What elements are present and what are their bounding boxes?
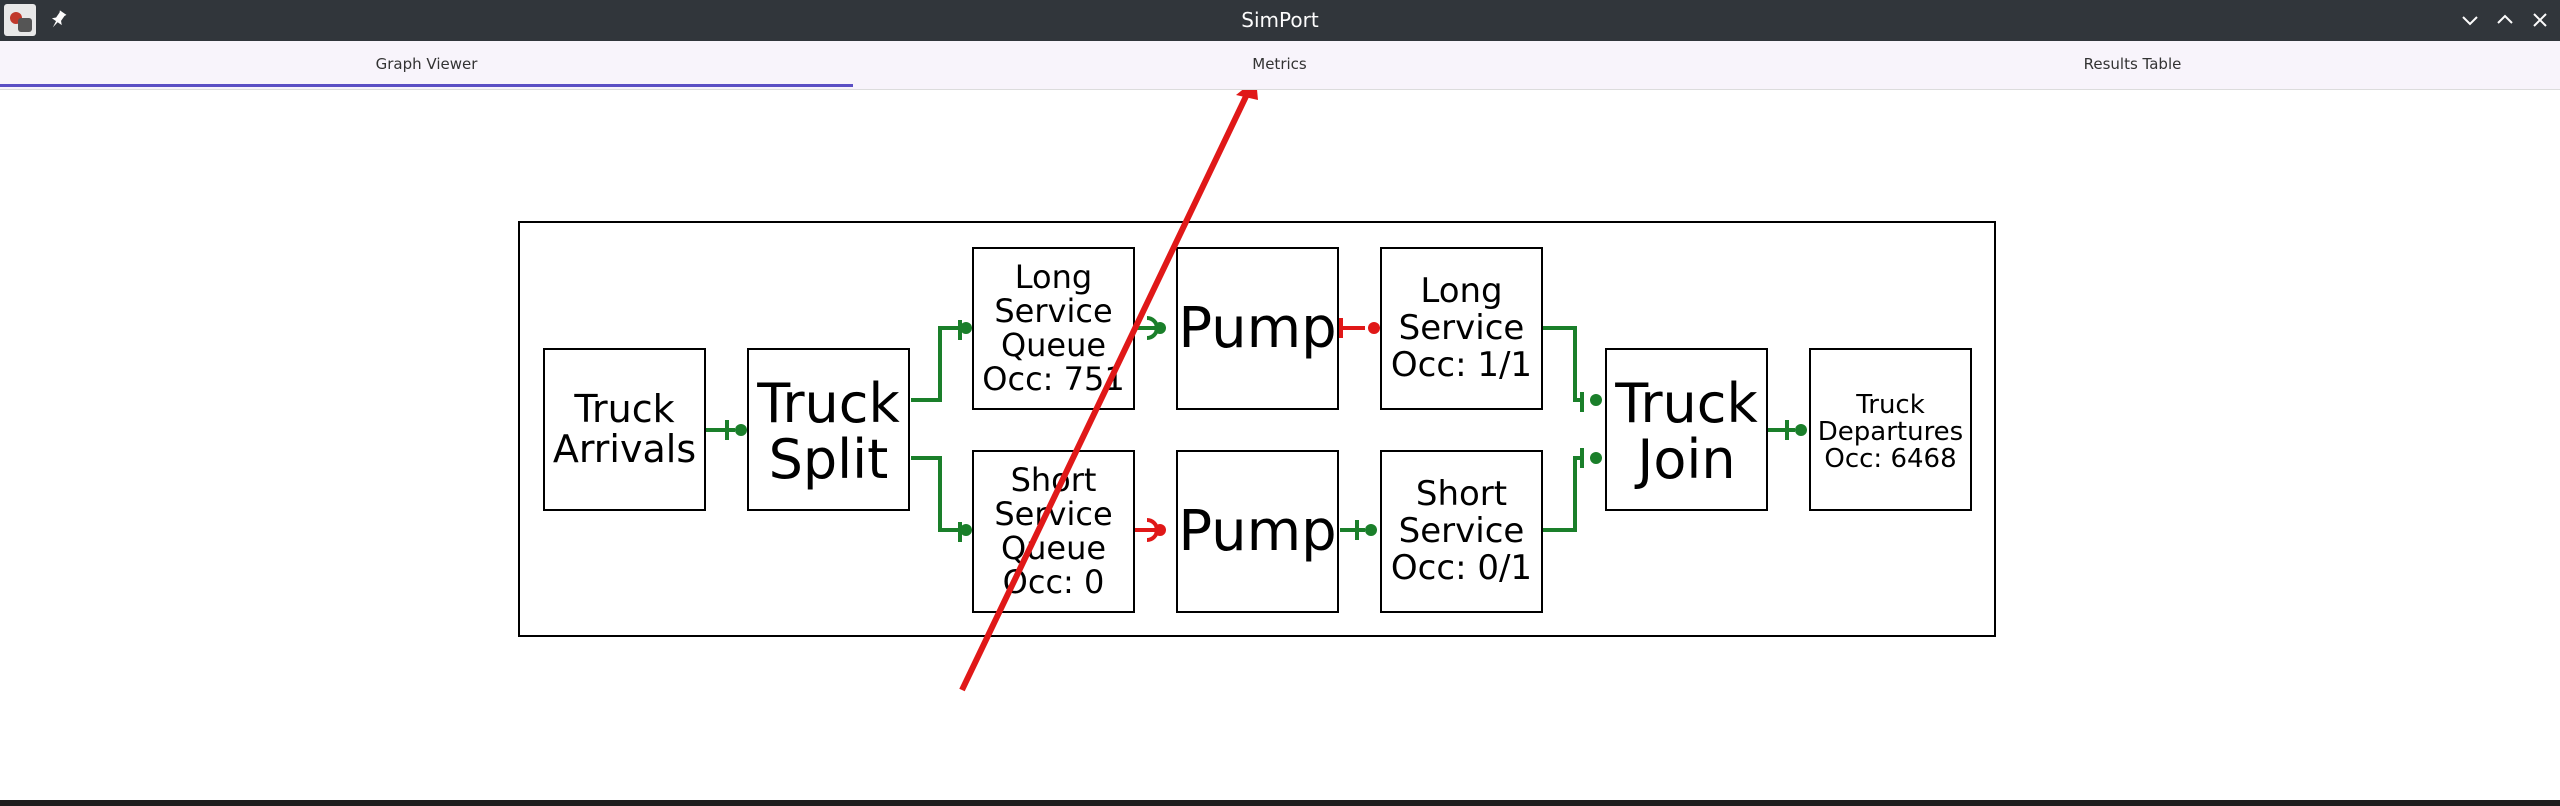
node-occupancy: Occ: 0/1 bbox=[1391, 548, 1532, 588]
node-label: Long bbox=[1015, 258, 1092, 296]
node-truck-split[interactable]: Truck Split bbox=[747, 348, 910, 511]
node-label: Join bbox=[1634, 428, 1735, 491]
maximize-icon[interactable] bbox=[2493, 8, 2517, 32]
node-label: Departures bbox=[1818, 417, 1963, 447]
flow-connectors-ok bbox=[705, 316, 1795, 542]
close-icon[interactable] bbox=[2528, 8, 2552, 32]
graph-viewer-panel: Truck Arrivals Truck Split Long Service … bbox=[0, 79, 2560, 800]
node-long-pump[interactable]: Pump bbox=[1176, 247, 1339, 410]
tab-graph-viewer[interactable]: Graph Viewer bbox=[375, 55, 478, 73]
node-label: Truck bbox=[756, 372, 900, 435]
node-label: Truck bbox=[1855, 390, 1925, 420]
node-occupancy: Occ: 6468 bbox=[1824, 444, 1956, 474]
node-truck-departures[interactable]: Truck Departures Occ: 6468 bbox=[1809, 348, 1972, 511]
pin-icon[interactable] bbox=[48, 8, 68, 32]
tab-results-table[interactable]: Results Table bbox=[2083, 55, 2182, 73]
title-bar: SimPort bbox=[0, 0, 2560, 41]
node-label: Split bbox=[769, 428, 889, 491]
node-label: Short bbox=[1416, 474, 1507, 514]
app-icon bbox=[4, 4, 36, 36]
minimize-icon[interactable] bbox=[2458, 8, 2482, 32]
tab-metrics[interactable]: Metrics bbox=[1252, 55, 1307, 73]
node-label: Pump bbox=[1178, 499, 1336, 564]
flow-connector-dots-blocked bbox=[1154, 322, 1380, 536]
node-label: Service bbox=[1399, 308, 1525, 348]
node-label: Pump bbox=[1178, 296, 1336, 361]
node-label: Truck bbox=[1614, 372, 1758, 435]
graph-frame bbox=[518, 221, 1996, 637]
node-label: Truck bbox=[573, 387, 674, 431]
tab-bar: Graph Viewer Metrics Results Table bbox=[0, 41, 2560, 90]
node-truck-join[interactable]: Truck Join bbox=[1605, 348, 1768, 511]
annotation-arrow bbox=[959, 83, 1253, 692]
node-occupancy: Occ: 1/1 bbox=[1391, 345, 1532, 385]
node-label: Service bbox=[994, 292, 1112, 330]
node-truck-arrivals[interactable]: Truck Arrivals bbox=[543, 348, 706, 511]
flow-graph: Truck Arrivals Truck Split Long Service … bbox=[518, 79, 1996, 692]
node-label: Long bbox=[1420, 271, 1502, 311]
node-label: Arrivals bbox=[553, 427, 696, 471]
active-tab-indicator bbox=[0, 84, 853, 87]
node-label: Queue bbox=[1001, 529, 1106, 567]
node-label: Service bbox=[1399, 511, 1525, 551]
node-occupancy: Occ: 751 bbox=[982, 360, 1124, 398]
node-short-service[interactable]: Short Service Occ: 0/1 bbox=[1380, 450, 1543, 613]
node-long-service[interactable]: Long Service Occ: 1/1 bbox=[1380, 247, 1543, 410]
flow-connector-dots-ok bbox=[735, 322, 1807, 536]
node-short-pump[interactable]: Pump bbox=[1176, 450, 1339, 613]
node-label: Queue bbox=[1001, 326, 1106, 364]
window-title: SimPort bbox=[1241, 8, 1319, 32]
node-short-service-queue[interactable]: Short Service Queue Occ: 0 bbox=[972, 450, 1135, 613]
bottom-edge bbox=[0, 800, 2560, 806]
